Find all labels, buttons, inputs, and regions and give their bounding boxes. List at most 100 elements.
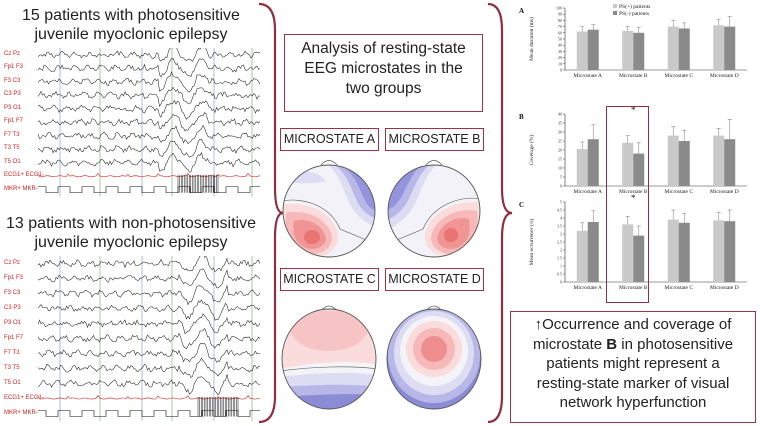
bar <box>678 28 690 70</box>
y-tick-label: 35 <box>558 121 562 126</box>
eeg-channel-label: P3 O1 <box>4 104 22 111</box>
bar <box>633 235 645 282</box>
x-category-label: Microstate A <box>573 285 602 291</box>
eeg-channel-label: T3 T5 <box>4 145 20 152</box>
x-category-label: Microstate D <box>710 73 739 79</box>
y-tick-label: 80 <box>558 18 562 23</box>
eeg-channel-label: Cz Pz <box>4 259 21 266</box>
x-category-label: Microstate A <box>573 73 602 79</box>
x-category-label: Microstate C <box>664 189 693 195</box>
eeg-channel-label: F7 T3 <box>4 349 20 356</box>
bar <box>713 135 725 186</box>
eeg-channel-label: Fp1 F3 <box>4 64 24 71</box>
y-tick-label: 10 <box>558 166 562 171</box>
x-category-label: Microstate D <box>710 189 739 195</box>
eeg-channel-label: C3 P3 <box>4 304 21 311</box>
y-tick-label: 25 <box>558 139 562 144</box>
panel-letter: B <box>519 113 524 121</box>
y-tick-label: 30 <box>558 130 562 135</box>
bar <box>713 220 725 282</box>
y-tick-label: 5 <box>560 200 562 205</box>
y-tick-label: 90 <box>558 12 562 17</box>
eeg-channel-label: Cz Pz <box>4 50 21 57</box>
bar <box>678 141 690 186</box>
microstate-c-label: MICROSTATE C <box>280 268 379 291</box>
panel-letter: A <box>519 7 524 15</box>
y-tick-label: 20 <box>558 55 562 60</box>
conclusion-line2: microstate B in photosensitive <box>511 335 755 355</box>
bottom-group-title-line2: juvenile myoclonic epilepsy <box>34 234 228 251</box>
bar <box>622 30 634 70</box>
bottom-group-title: 13 patients with non-photosensitive juve… <box>0 214 262 252</box>
eeg-channel-label: F7 T3 <box>4 131 20 138</box>
eeg-channel-label: F3 C3 <box>4 77 21 84</box>
microstate-d-label: MICROSTATE D <box>385 268 484 291</box>
analysis-title-line1: Analysis of resting-state <box>301 40 466 57</box>
analysis-title-line3: two groups <box>345 80 422 97</box>
bottom-group-title-line1: 13 patients with non-photosensitive <box>6 215 256 232</box>
topomap-microstate-a <box>282 160 376 258</box>
y-tick-label: 40 <box>558 43 562 48</box>
eeg-trace-panel-photosensitive <box>38 48 260 197</box>
bar <box>633 32 645 70</box>
eeg-channel-label: T5 O1 <box>4 379 21 386</box>
y-tick-label: 1 <box>560 264 562 269</box>
bar <box>576 149 588 186</box>
bar <box>678 222 690 282</box>
bar <box>622 224 634 282</box>
y-tick-label: 4 <box>560 216 562 221</box>
eeg-bottom-channel-labels: Cz Pz Fp1 F3 F3 C3 C3 P3 P3 O1 Fp1 F7 F7 T3 T3 … <box>0 0 50 426</box>
x-category-label: Microstate D <box>710 285 739 291</box>
legend-swatch <box>613 11 617 15</box>
y-tick-label: 3.5 <box>557 224 562 229</box>
bar <box>622 142 634 186</box>
y-tick-label: 5 <box>560 175 562 180</box>
legend-label: PS(-) patients <box>619 10 649 17</box>
eeg-channel-label: Fp1 F7 <box>4 334 24 341</box>
bar <box>724 26 736 71</box>
eeg-channel-label: T5 O1 <box>4 158 21 165</box>
legend-label: PS(+) patients <box>619 3 650 10</box>
conclusion-line1-text: Occurrence and coverage of <box>542 316 732 333</box>
eeg-channel-label: F3 C3 <box>4 289 21 296</box>
eeg-top-channel-labels: Cz Pz Fp1 F3 F3 C3 C3 P3 P3 O1 Fp1 F7 F7 T3 T3 … <box>0 0 50 426</box>
eeg-channel-label: P3 O1 <box>4 319 22 326</box>
conclusion-box: ↑Occurrence and coverage of microstate B… <box>510 311 756 423</box>
y-tick-label: 2 <box>560 248 562 253</box>
eeg-trace-panel-non-photosensitive <box>38 256 260 421</box>
y-tick-label: 20 <box>558 148 562 153</box>
bar <box>667 135 679 186</box>
bar <box>713 25 725 70</box>
legend-swatch <box>613 4 617 8</box>
y-tick-label: 3 <box>560 232 562 237</box>
eeg-channel-label: MKR+ MKR- <box>4 185 38 192</box>
bar <box>633 153 645 186</box>
topomap-microstate-d <box>386 305 482 410</box>
panel-letter: C <box>519 201 524 209</box>
y-tick-label: 0 <box>560 280 562 285</box>
topomap-microstate-b <box>387 160 481 258</box>
y-tick-label: 15 <box>558 157 562 162</box>
eeg-channel-label: ECG1+ ECG1- <box>4 394 44 401</box>
y-tick-label: 1.5 <box>557 256 562 261</box>
eeg-channel-label: MKR+ MKR- <box>4 409 38 416</box>
y-tick-label: 50 <box>558 37 562 42</box>
y-tick-label: 40 <box>558 112 562 117</box>
eeg-channel-label: T3 T5 <box>4 364 20 371</box>
top-group-title: 15 patients with photosensitive juvenile… <box>0 6 262 44</box>
eeg-channel-label: C3 P3 <box>4 91 21 98</box>
topomap-microstate-c <box>281 305 377 410</box>
significance-asterisk: * <box>631 105 636 115</box>
conclusion-line2-pre: microstate <box>532 335 607 353</box>
x-category-label: Microstate B <box>619 285 648 291</box>
eeg-channel-label: Fp1 F7 <box>4 118 24 125</box>
y-axis-label: Mean occurrence (/s) <box>528 218 535 265</box>
up-arrow-icon: ↑ <box>534 316 543 333</box>
conclusion-line3: patients might represent a <box>546 355 720 372</box>
conclusion-line5: network hyperfunction <box>559 394 707 411</box>
analysis-title-box: Analysis of resting-state EEG microstate… <box>284 34 483 112</box>
